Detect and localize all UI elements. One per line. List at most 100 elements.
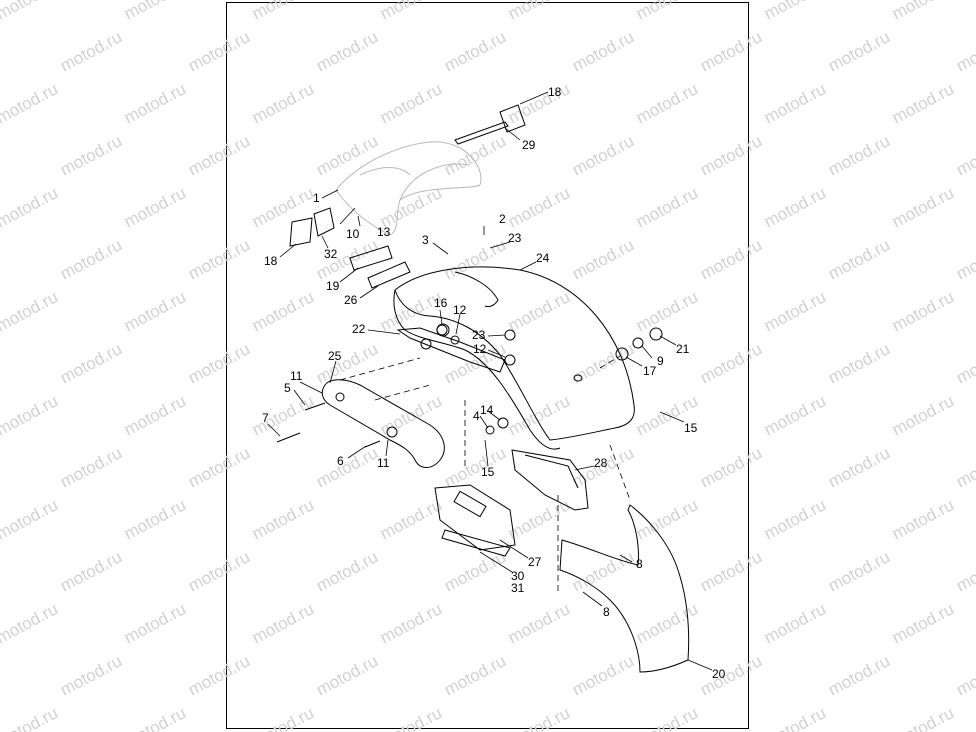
- callout-28: 28: [594, 456, 608, 470]
- watermark-text: motod.ru: [889, 703, 957, 732]
- watermark-text: motod.ru: [633, 0, 701, 24]
- watermark-text: motod.ru: [0, 287, 61, 335]
- watermark-text: motod.ru: [697, 339, 765, 387]
- callout-18a: 18: [548, 85, 562, 99]
- watermark-text: motod.ru: [761, 495, 829, 543]
- callout-11b: 11: [377, 456, 390, 470]
- watermark-text: motod.ru: [633, 599, 701, 647]
- watermark-text: motod.ru: [889, 0, 957, 24]
- watermark-text: motod.ru: [825, 235, 893, 283]
- watermark-text: motod.ru: [0, 391, 61, 439]
- watermark-text: motod.ru: [441, 651, 509, 699]
- watermark-text: motod.ru: [121, 599, 189, 647]
- watermark-text: motod.ru: [57, 131, 125, 179]
- watermark-text: motod.ru: [249, 391, 317, 439]
- watermark-text: motod.ru: [377, 0, 445, 24]
- watermark-text: motod.ru: [953, 547, 976, 595]
- watermark-text: motod.ru: [121, 183, 189, 231]
- watermark-text: motod.ru: [185, 651, 253, 699]
- watermark-text: motod.ru: [121, 79, 189, 127]
- watermark-text: motod.ru: [505, 703, 573, 732]
- watermark-text: motod.ru: [505, 599, 573, 647]
- callout-15b: 15: [481, 465, 495, 479]
- watermark-text: motod.ru: [57, 547, 125, 595]
- watermark-text: motod.ru: [249, 79, 317, 127]
- watermark-text: motod.ru: [121, 287, 189, 335]
- watermark-text: motod.ru: [761, 183, 829, 231]
- callout-1: 1: [313, 191, 320, 205]
- watermark-text: motod.ru: [761, 0, 829, 24]
- watermark-text: motod.ru: [953, 443, 976, 491]
- watermark-text: motod.ru: [0, 183, 61, 231]
- plate-bracket: [434, 484, 516, 551]
- watermark-text: motod.ru: [761, 79, 829, 127]
- watermark-text: motod.ru: [889, 391, 957, 439]
- watermark-text: motod.ru: [505, 79, 573, 127]
- watermark-text: motod.ru: [377, 287, 445, 335]
- watermark-text: motod.ru: [633, 79, 701, 127]
- watermark-text: motod.ru: [441, 27, 509, 75]
- watermark-text: motod.ru: [0, 703, 61, 732]
- callout-4: 4: [473, 409, 480, 423]
- watermark-text: motod.ru: [0, 495, 61, 543]
- watermark-text: motod.ru: [185, 27, 253, 75]
- callout-15a: 15: [684, 421, 698, 435]
- watermark-text: motod.ru: [569, 131, 637, 179]
- watermark-text: motod.ru: [697, 27, 765, 75]
- assembly-lines: [339, 355, 631, 592]
- watermark-text: motod.ru: [505, 495, 573, 543]
- watermark-text: motod.ru: [377, 79, 445, 127]
- callout-8a: 8: [636, 557, 643, 571]
- callout-24: 24: [536, 251, 550, 265]
- watermark-text: motod.ru: [825, 131, 893, 179]
- watermark-text: motod.ru: [57, 651, 125, 699]
- watermark-text: motod.ru: [249, 183, 317, 231]
- watermark-text: motod.ru: [633, 703, 701, 732]
- seat-outline: [335, 141, 482, 236]
- callout-7: 7: [262, 411, 269, 425]
- watermark-text: motod.ru: [57, 339, 125, 387]
- side-bracket: [321, 379, 445, 468]
- callout-12b: 12: [473, 342, 487, 356]
- watermark-text: motod.ru: [889, 287, 957, 335]
- watermark-text: motod.ru: [953, 131, 976, 179]
- watermark-text: motod.ru: [825, 651, 893, 699]
- callout-14: 14: [480, 403, 494, 417]
- callout-13: 13: [377, 225, 391, 239]
- fender-extension: [559, 504, 690, 673]
- watermark-text: motod.ru: [505, 391, 573, 439]
- watermark-text: motod.ru: [249, 0, 317, 24]
- watermark-text: motod.ru: [313, 443, 381, 491]
- watermark-text: motod.ru: [889, 495, 957, 543]
- callout-25: 25: [328, 349, 342, 363]
- tail-light-housing: [511, 449, 589, 511]
- callout-31: 31: [511, 581, 525, 595]
- watermark-text: motod.ru: [185, 235, 253, 283]
- watermark-text: motod.ru: [889, 599, 957, 647]
- watermark-text: motod.ru: [697, 443, 765, 491]
- watermark-text: motod.ru: [313, 547, 381, 595]
- callout-8b: 8: [603, 605, 610, 619]
- watermark-text: motod.ru: [57, 235, 125, 283]
- watermark-text: motod.ru: [121, 703, 189, 732]
- watermark-text: motod.ru: [953, 27, 976, 75]
- watermark-text: motod.ru: [249, 287, 317, 335]
- watermark-text: motod.ru: [313, 131, 381, 179]
- watermark-text: motod.ru: [569, 339, 637, 387]
- watermark-text: motod.ru: [697, 651, 765, 699]
- callout-9: 9: [657, 354, 664, 368]
- watermark-text: motod.ru: [825, 27, 893, 75]
- watermark-text: motod.ru: [761, 287, 829, 335]
- watermark-text: motod.ru: [633, 495, 701, 543]
- callout-20: 20: [712, 667, 726, 681]
- callout-labels: 1 2 3 4 5 6 7 8 8 9 10 11 11 12 12 13 14…: [262, 85, 726, 681]
- callout-19: 19: [326, 279, 340, 293]
- hardware: [276, 104, 663, 448]
- callout-27: 27: [528, 555, 542, 569]
- watermark-text: motod.ru: [889, 183, 957, 231]
- watermark-text: motod.ru: [889, 79, 957, 127]
- watermark-text: motod.ru: [185, 443, 253, 491]
- watermark-text: motod.ru: [313, 27, 381, 75]
- diagram-frame: [226, 2, 749, 729]
